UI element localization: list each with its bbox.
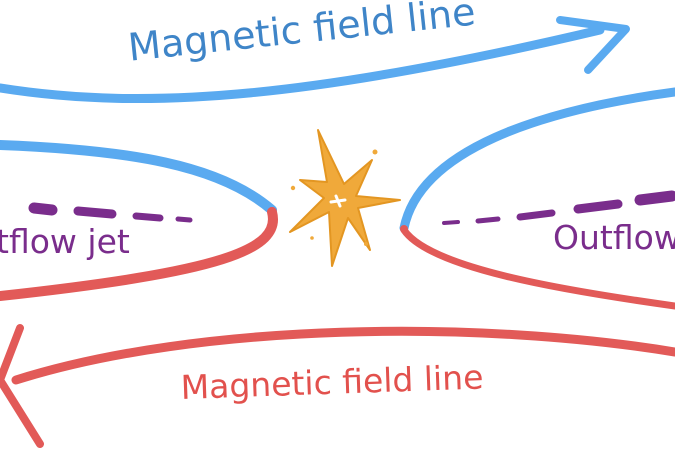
- right-outflow-jet: [442, 190, 675, 225]
- left-junction-dot: [268, 207, 276, 215]
- right-junction-dot: [400, 225, 408, 233]
- spark-icon: [289, 129, 401, 267]
- bottom-field-line: [11, 326, 675, 385]
- bottom-field-arrowhead: [0, 324, 44, 448]
- upper-left-field-line: [0, 140, 277, 215]
- lower-left-field-line: [0, 207, 278, 301]
- left-outflow-label: tflow jet: [0, 222, 130, 261]
- lower-right-field-line: [400, 226, 675, 310]
- right-outflow-label: Outflow: [553, 218, 675, 257]
- top-field-arrowhead: [556, 16, 630, 74]
- top-field-line: [0, 25, 605, 104]
- left-outflow-jet: [28, 202, 193, 223]
- upper-right-field-line: [399, 87, 675, 233]
